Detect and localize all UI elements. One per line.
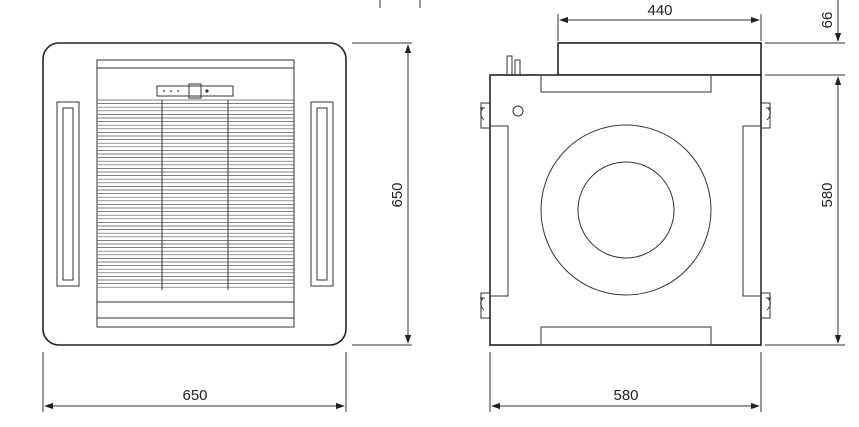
front-width-label: 650 xyxy=(182,387,207,404)
top-box xyxy=(558,43,761,75)
hanging-bracket-top-right xyxy=(761,103,771,128)
top-height-label: 66 xyxy=(819,12,836,29)
top-edge-marks xyxy=(380,0,420,8)
body-height-dimension: 580 xyxy=(765,77,845,345)
front-height-label: 650 xyxy=(389,182,406,207)
front-view: 650 650 xyxy=(43,43,412,412)
top-width-label: 440 xyxy=(647,2,672,19)
unit-body xyxy=(490,75,761,345)
body-width-dimension: 580 xyxy=(490,352,761,412)
hanging-bracket-bottom-left xyxy=(480,293,490,318)
body-width-label: 580 xyxy=(613,387,638,404)
hanging-bracket-bottom-right xyxy=(761,293,771,318)
pipe-stubs xyxy=(507,56,520,76)
front-height-dimension: 650 xyxy=(352,43,412,345)
top-height-dimension: 66 xyxy=(765,0,845,75)
top-view: 440 66 580 580 xyxy=(480,0,845,412)
front-width-dimension: 650 xyxy=(43,352,346,412)
top-width-dimension: 440 xyxy=(558,2,761,41)
body-height-label: 580 xyxy=(819,182,836,207)
hanging-bracket-top-left xyxy=(480,103,490,128)
front-panel-outline xyxy=(43,43,346,345)
